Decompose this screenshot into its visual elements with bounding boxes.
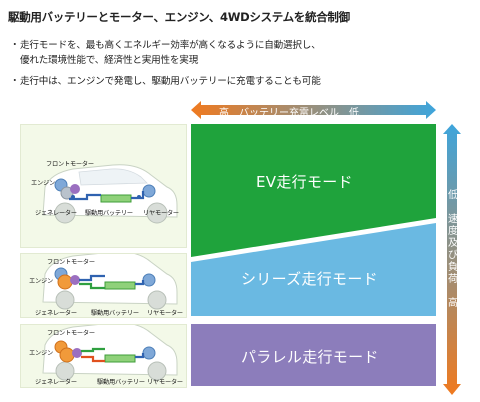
bullet-line: 走行中は、エンジンで発電し、駆動用バッテリーに充電することも可能 (20, 76, 321, 87)
ev-mode-diagram: フロントモーター エンジン ジェネレーター 駆動用バッテリー リヤモーター (20, 124, 187, 248)
battery-icon (104, 281, 136, 290)
engine-label: エンジン (31, 180, 55, 187)
rear-motor-icon (142, 184, 156, 198)
battery-label: 駆動用バッテリー (97, 379, 145, 386)
battery-icon (104, 354, 136, 363)
front-motor-label: フロントモーター (47, 259, 95, 266)
engine-label: エンジン (29, 350, 53, 357)
front-motor-label: フロントモーター (47, 330, 95, 337)
series-mode-label: シリーズ走行モード (241, 270, 378, 288)
ev-mode-region (191, 124, 436, 257)
generator-icon (72, 348, 82, 358)
battery-scale-label: 高 バッテリー充電レベル 低 (219, 108, 359, 119)
page-title: 駆動用バッテリーとモーター、エンジン、4WDシステムを統合制御 (8, 10, 350, 24)
engine-icon (57, 274, 73, 290)
bullet-item: ・ 走行モードを、最も高くエネルギー効率が高くなるように自動選択し、 優れた環境… (8, 38, 321, 68)
rear-motor-label: リヤモーター (147, 379, 183, 386)
rear-motor-label: リヤモーター (147, 310, 183, 317)
parallel-mode-label: パラレル走行モード (241, 348, 379, 366)
car-illustration (42, 325, 178, 381)
generator-icon (70, 184, 80, 194)
rear-motor-icon (142, 346, 156, 360)
speed-scale-label: 低 速度及び負荷 高 (448, 190, 458, 309)
generator-label: ジェネレーター (35, 210, 77, 217)
front-motor-label: フロントモーター (46, 161, 94, 168)
car-illustration (42, 164, 178, 224)
battery-label: 駆動用バッテリー (91, 310, 139, 317)
battery-label: 駆動用バッテリー (85, 210, 133, 217)
rear-motor-icon (142, 273, 156, 287)
ev-mode-label: EV走行モード (256, 173, 353, 191)
rear-motor-label: リヤモーター (143, 210, 179, 217)
bullet-marker: ・ (10, 76, 20, 87)
battery-icon (100, 194, 132, 203)
bullet-list: ・ 走行モードを、最も高くエネルギー効率が高くなるように自動選択し、 優れた環境… (8, 38, 321, 89)
bullet-line: 優れた環境性能で、経済性と実用性を実現 (20, 55, 199, 66)
series-mode-diagram: フロントモーター エンジン ジェネレーター 駆動用バッテリー リヤモーター (20, 253, 187, 318)
bullet-item: ・ 走行中は、エンジンで発電し、駆動用バッテリーに充電することも可能 (8, 74, 321, 89)
bullet-line: 走行モードを、最も高くエネルギー効率が高くなるように自動選択し、 (20, 40, 321, 51)
car-illustration (42, 254, 178, 310)
series-mode-region (191, 223, 436, 316)
parallel-mode-diagram: フロントモーター エンジン ジェネレーター 駆動用バッテリー リヤモーター (20, 324, 187, 388)
parallel-mode-region (191, 324, 436, 386)
engine-icon (59, 347, 75, 363)
engine-label: エンジン (29, 278, 53, 285)
bullet-marker: ・ (10, 40, 20, 51)
generator-icon (70, 275, 80, 285)
generator-label: ジェネレーター (35, 310, 77, 317)
generator-label: ジェネレーター (35, 379, 77, 386)
